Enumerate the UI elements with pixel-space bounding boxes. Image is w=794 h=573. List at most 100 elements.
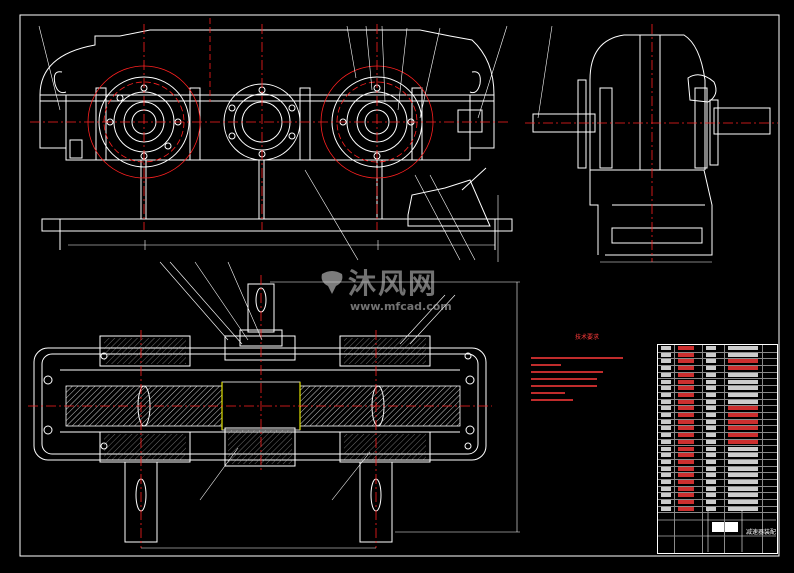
parts-list-cell [678, 379, 694, 384]
parts-list-row [658, 372, 777, 380]
plan-section-dimensions [141, 261, 520, 549]
parts-list-row [658, 412, 777, 420]
parts-list-cell [661, 392, 671, 397]
parts-list-cell [661, 379, 671, 384]
parts-list-cell [678, 406, 694, 411]
parts-list-row [658, 466, 777, 474]
parts-list-cell [728, 386, 758, 391]
plan-section-centerlines [28, 275, 492, 548]
gear-section-hatch [65, 338, 461, 464]
parts-list-cell [706, 466, 716, 471]
parts-list-cell [728, 426, 758, 431]
parts-list-row [658, 358, 777, 367]
parts-list-column-divider [702, 345, 703, 553]
title-block-graphics [657, 510, 776, 552]
parts-list-cell [728, 453, 758, 458]
parts-list-row [658, 439, 777, 447]
parts-list-row [658, 459, 777, 467]
parts-list-cell [728, 446, 758, 451]
parts-list-cell [661, 466, 671, 471]
parts-list-cell [678, 453, 694, 458]
parts-list-column-divider [674, 345, 675, 553]
parts-list-cell [728, 352, 758, 357]
parts-list-row [658, 392, 777, 400]
parts-list-cell [728, 480, 758, 484]
parts-list-cell [706, 413, 716, 417]
parts-list-cell [661, 406, 671, 411]
parts-list-cell [678, 352, 694, 357]
parts-list-cell [661, 346, 671, 350]
parts-list-cell [706, 386, 716, 391]
parts-list-cell [661, 486, 671, 491]
parts-list-cell [728, 406, 758, 411]
parts-list-cell [678, 500, 694, 505]
parts-list-cell [661, 473, 671, 478]
parts-list-cell [728, 379, 758, 384]
parts-list-cell [728, 486, 758, 491]
technical-notes-title: 技术要求 [574, 334, 599, 341]
parts-list-cell [706, 352, 716, 357]
parts-list-cell [661, 439, 671, 444]
mfcad-logo-icon [321, 271, 343, 294]
parts-list-cell [728, 346, 758, 350]
parts-list-row [658, 405, 777, 413]
parts-list-row [658, 479, 777, 487]
parts-list-cell [706, 506, 716, 511]
parts-list-cell [661, 372, 671, 377]
parts-list-cell [661, 433, 671, 438]
parts-list-cell [706, 372, 716, 377]
parts-list-cell [706, 379, 716, 384]
parts-list-cell [661, 493, 671, 498]
parts-list-row [658, 345, 777, 353]
parts-list-cell [678, 386, 694, 391]
parts-list-cell [678, 473, 694, 478]
parts-list-row [658, 419, 777, 427]
drawing-frame [19, 14, 780, 557]
parts-list-cell [706, 346, 716, 350]
parts-list-cell [678, 426, 694, 431]
parts-list-cell [678, 506, 694, 511]
parts-list-row [658, 486, 777, 494]
parts-list-row [658, 365, 777, 373]
parts-list-cell [661, 413, 671, 417]
parts-list-cell [706, 366, 716, 371]
parts-list-cell [678, 439, 694, 444]
parts-list-cell [706, 446, 716, 451]
parts-list-cell [678, 359, 694, 364]
parts-list-row [658, 352, 777, 360]
parts-list-cell [728, 392, 758, 397]
parts-list-cell [661, 500, 671, 505]
technical-notes-lines [531, 357, 623, 401]
side-view [532, 34, 771, 256]
parts-list-cell [728, 419, 758, 424]
parts-list-cell [706, 406, 716, 411]
parts-list-cell [678, 366, 694, 371]
parts-list-cell [706, 473, 716, 478]
parts-list-cell [706, 453, 716, 458]
parts-list-cell [706, 493, 716, 498]
parts-list-cell [661, 359, 671, 364]
front-view-dimensions [38, 25, 508, 262]
parts-list-row [658, 506, 777, 514]
parts-list-row [658, 399, 777, 407]
parts-list-cell [661, 480, 671, 484]
parts-list-cell [661, 399, 671, 404]
parts-list-cell [706, 439, 716, 444]
parts-list-cell [678, 433, 694, 438]
parts-list-row [658, 446, 777, 454]
parts-list-cell [678, 486, 694, 491]
parts-list-cell [728, 413, 758, 417]
parts-list-cell [678, 372, 694, 377]
parts-list-cell [661, 426, 671, 431]
parts-list-cell [661, 419, 671, 424]
parts-list-cell [706, 419, 716, 424]
parts-list-cell [728, 359, 758, 364]
parts-list-cell [678, 480, 694, 484]
technical-notes: 技术要求 [531, 333, 643, 352]
parts-list-cell [728, 466, 758, 471]
parts-list-row [658, 499, 777, 507]
front-view [39, 29, 513, 250]
parts-list-row [658, 452, 777, 460]
parts-list-cell [678, 466, 694, 471]
